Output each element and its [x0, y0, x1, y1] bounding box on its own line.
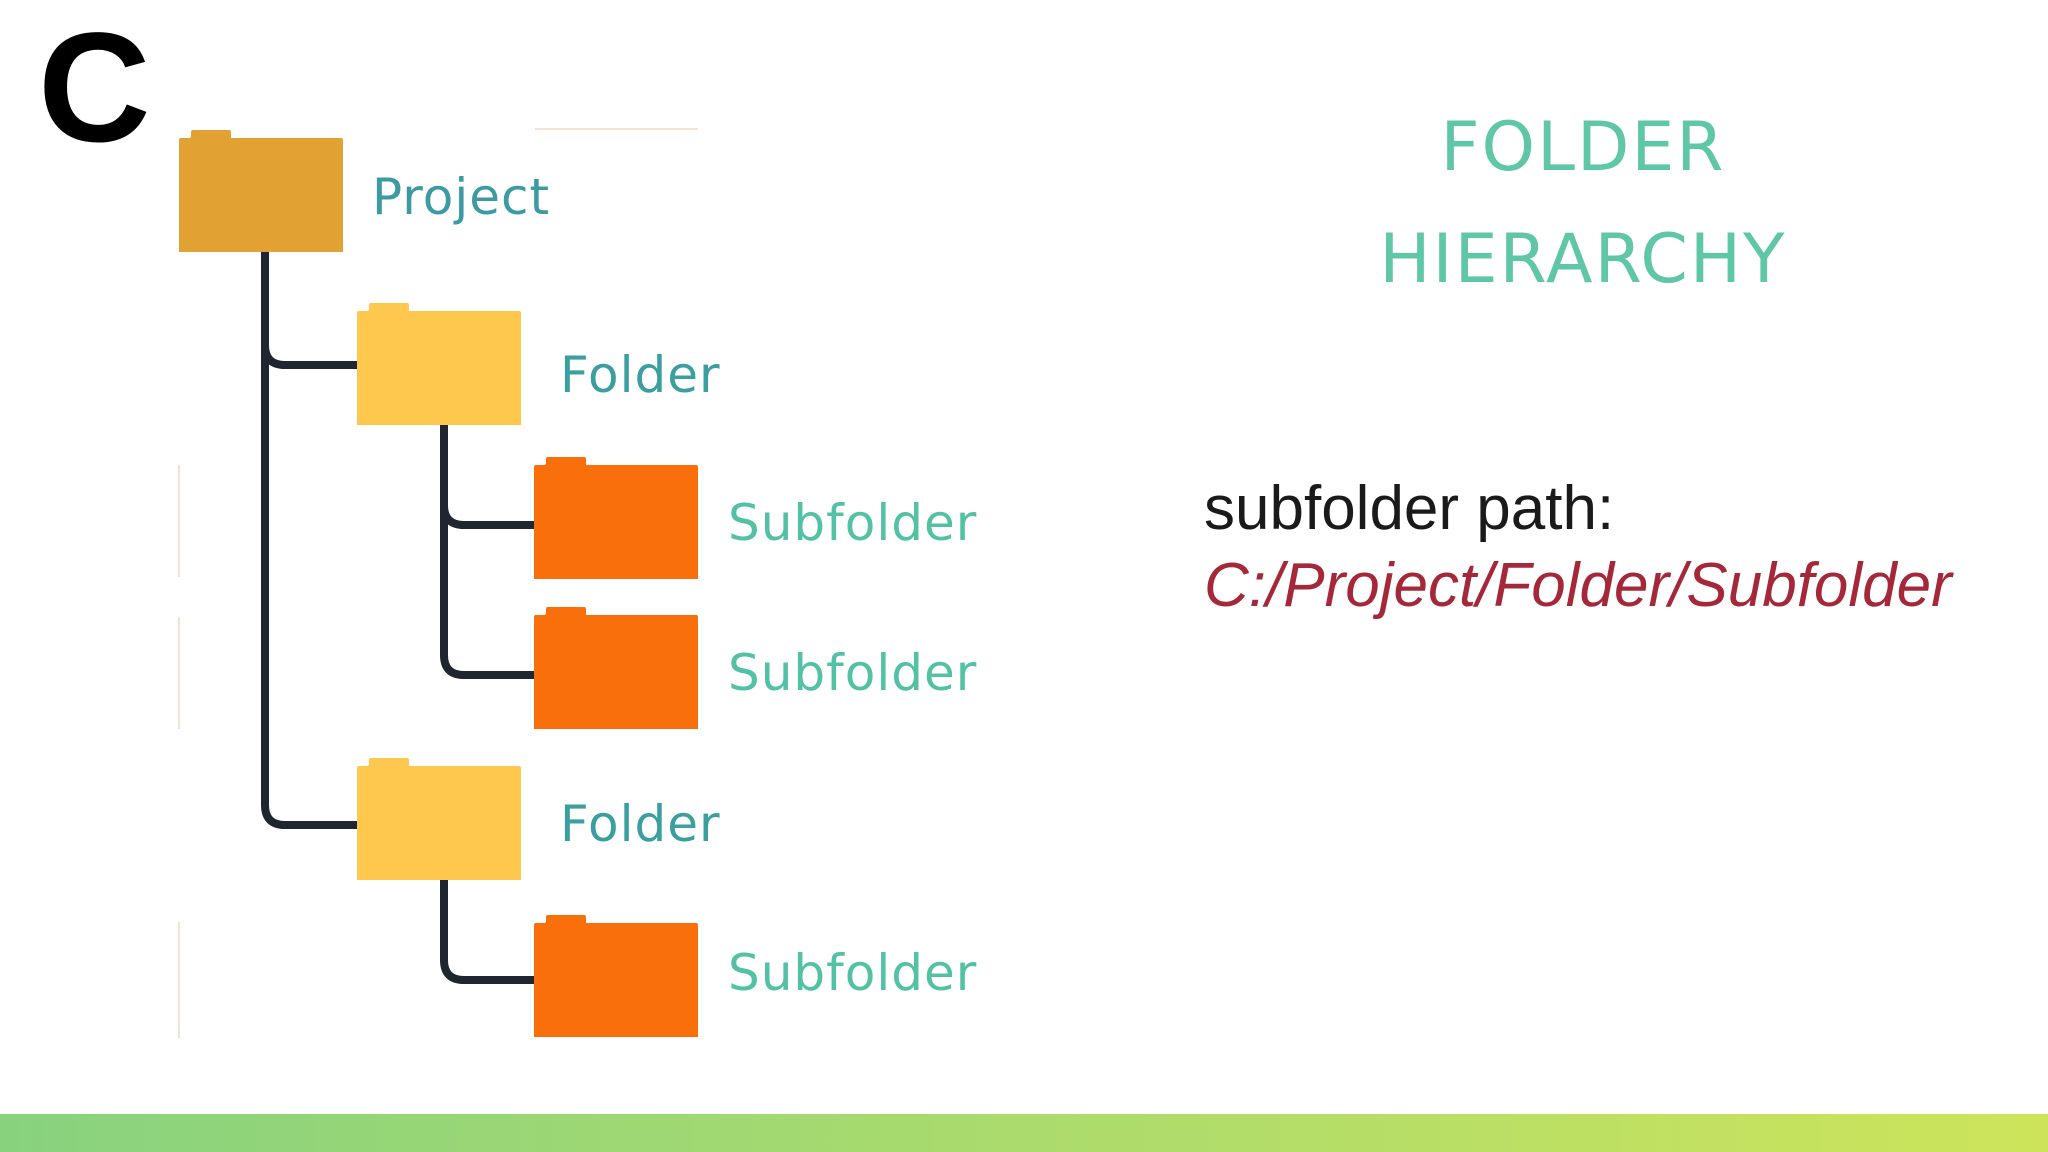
connector-project-folder-1 [261, 341, 362, 369]
folder-label[interactable]: Folder [560, 795, 721, 853]
connector-folder-2-trunk [440, 876, 539, 984]
connector-folder-1-trunk [440, 421, 539, 679]
folder-label[interactable]: Folder [560, 346, 721, 404]
subfolder-label[interactable]: Subfolder [728, 644, 978, 702]
path-heading: subfolder path: [1204, 474, 1615, 543]
connector-group [261, 246, 539, 984]
subfolder-label[interactable]: Subfolder [728, 494, 978, 552]
connector-project-trunk [261, 246, 362, 829]
faint-divider-left-1 [178, 465, 180, 577]
title-line-1: FOLDER [1440, 108, 1726, 187]
folder-icon[interactable] [534, 915, 698, 1037]
title-line-2: HIERARCHY [1379, 220, 1787, 299]
folder-icon[interactable] [534, 607, 698, 729]
folder-icon[interactable] [179, 130, 343, 252]
faint-divider-left-3 [178, 922, 180, 1038]
folder-icon[interactable] [534, 457, 698, 579]
bottom-gradient-bar [0, 1114, 2048, 1152]
subfolder-label[interactable]: Subfolder [728, 944, 978, 1002]
drive-letter: C [38, 1, 151, 175]
project-folder-label[interactable]: Project [372, 168, 551, 226]
faint-divider-left-2 [178, 617, 180, 729]
folder-icon[interactable] [357, 758, 521, 880]
path-value: C:/Project/Folder/Subfolder [1204, 551, 1952, 620]
folder-icon[interactable] [357, 303, 521, 425]
connector-folder-1-subfolder-1 [440, 501, 539, 529]
faint-divider-top [535, 128, 698, 130]
